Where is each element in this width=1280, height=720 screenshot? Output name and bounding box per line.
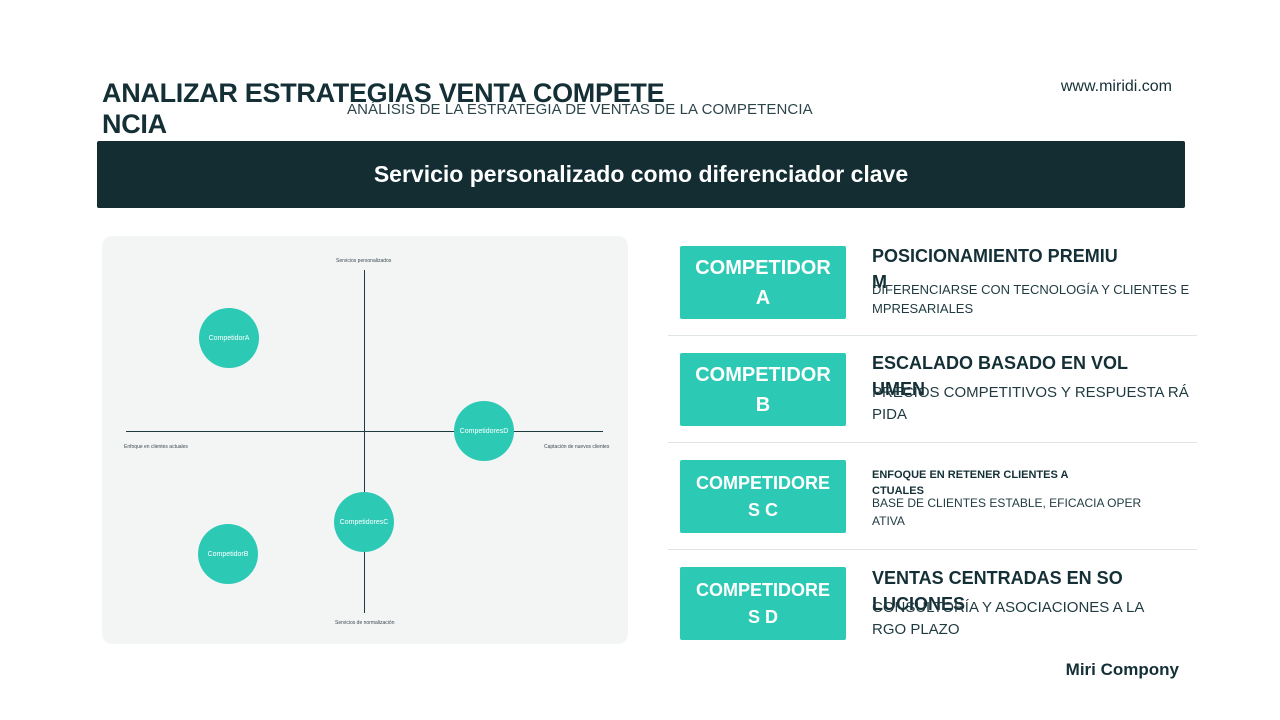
strategy-title: POSICIONAMIENTO PREMIUM (872, 246, 1118, 292)
page-subtitle: ANÁLISIS DE LA ESTRATEGIA DE VENTAS DE L… (347, 101, 813, 118)
strategy-title: ESCALADO BASADO EN VOLUMEN (872, 353, 1129, 399)
divider (668, 442, 1197, 443)
strategy-description: CONSULTORÍA Y ASOCIACIONES A LARGO PLAZO (872, 599, 1145, 638)
divider (668, 549, 1197, 550)
strategy-description: PRECIOS COMPETITIVOS Y RESPUESTA RÁPIDA (872, 384, 1189, 423)
strategy-description: DIFERENCIARSE CON TECNOLOGÍA Y CLIENTES … (872, 282, 1190, 316)
list-item: COMPETIDOR A POSICIONAMIENTO PREMIUM DIF… (664, 236, 1197, 336)
competitor-badge: COMPETIDORES C (680, 460, 846, 533)
bubble-competitor-d: CompetidoresD (454, 401, 514, 461)
list-item: COMPETIDORES D VENTAS CENTRADAS EN SOLUC… (664, 557, 1197, 657)
key-message-banner: Servicio personalizado como diferenciado… (97, 141, 1185, 208)
competitor-badge: COMPETIDOR B (680, 353, 846, 426)
list-item: COMPETIDOR B ESCALADO BASADO EN VOLUMEN … (664, 343, 1197, 443)
bubble-competitor-c: CompetidoresC (334, 492, 394, 552)
brand-name: Miri Compony (1065, 660, 1179, 679)
positioning-matrix: Servicios personalizados Servicios de no… (102, 236, 628, 644)
strategy-title: VENTAS CENTRADAS EN SOLUCIONES (872, 568, 1123, 614)
vertical-axis (364, 270, 365, 613)
website-link[interactable]: www.miridi.com (1060, 78, 1172, 95)
axis-label-left: Enfoque en clientes actuales (124, 444, 188, 450)
strategy-title: ENFOQUE EN RETENER CLIENTES ACTUALES (872, 469, 1069, 497)
banner-text: Servicio personalizado como diferenciado… (373, 161, 909, 187)
axis-label-right: Captación de nuevos clientes (544, 444, 610, 450)
bubble-competitor-a: CompetidorA (199, 308, 259, 368)
horizontal-axis (126, 431, 603, 432)
axis-label-top: Servicios personalizados (336, 258, 392, 264)
bubble-competitor-b: CompetidorB (198, 524, 258, 584)
strategy-description: BASE DE CLIENTES ESTABLE, EFICACIA OPERA… (872, 496, 1142, 528)
divider (668, 335, 1197, 336)
list-item: COMPETIDORES C ENFOQUE EN RETENER CLIENT… (664, 450, 1197, 550)
competitor-badge: COMPETIDORES D (680, 567, 846, 640)
axis-label-bottom: Servicios de normalización (335, 620, 395, 626)
page-title: ANALIZAR ESTRATEGIAS VENTA COMPETENCIA (102, 78, 665, 139)
competitor-badge: COMPETIDOR A (680, 246, 846, 319)
